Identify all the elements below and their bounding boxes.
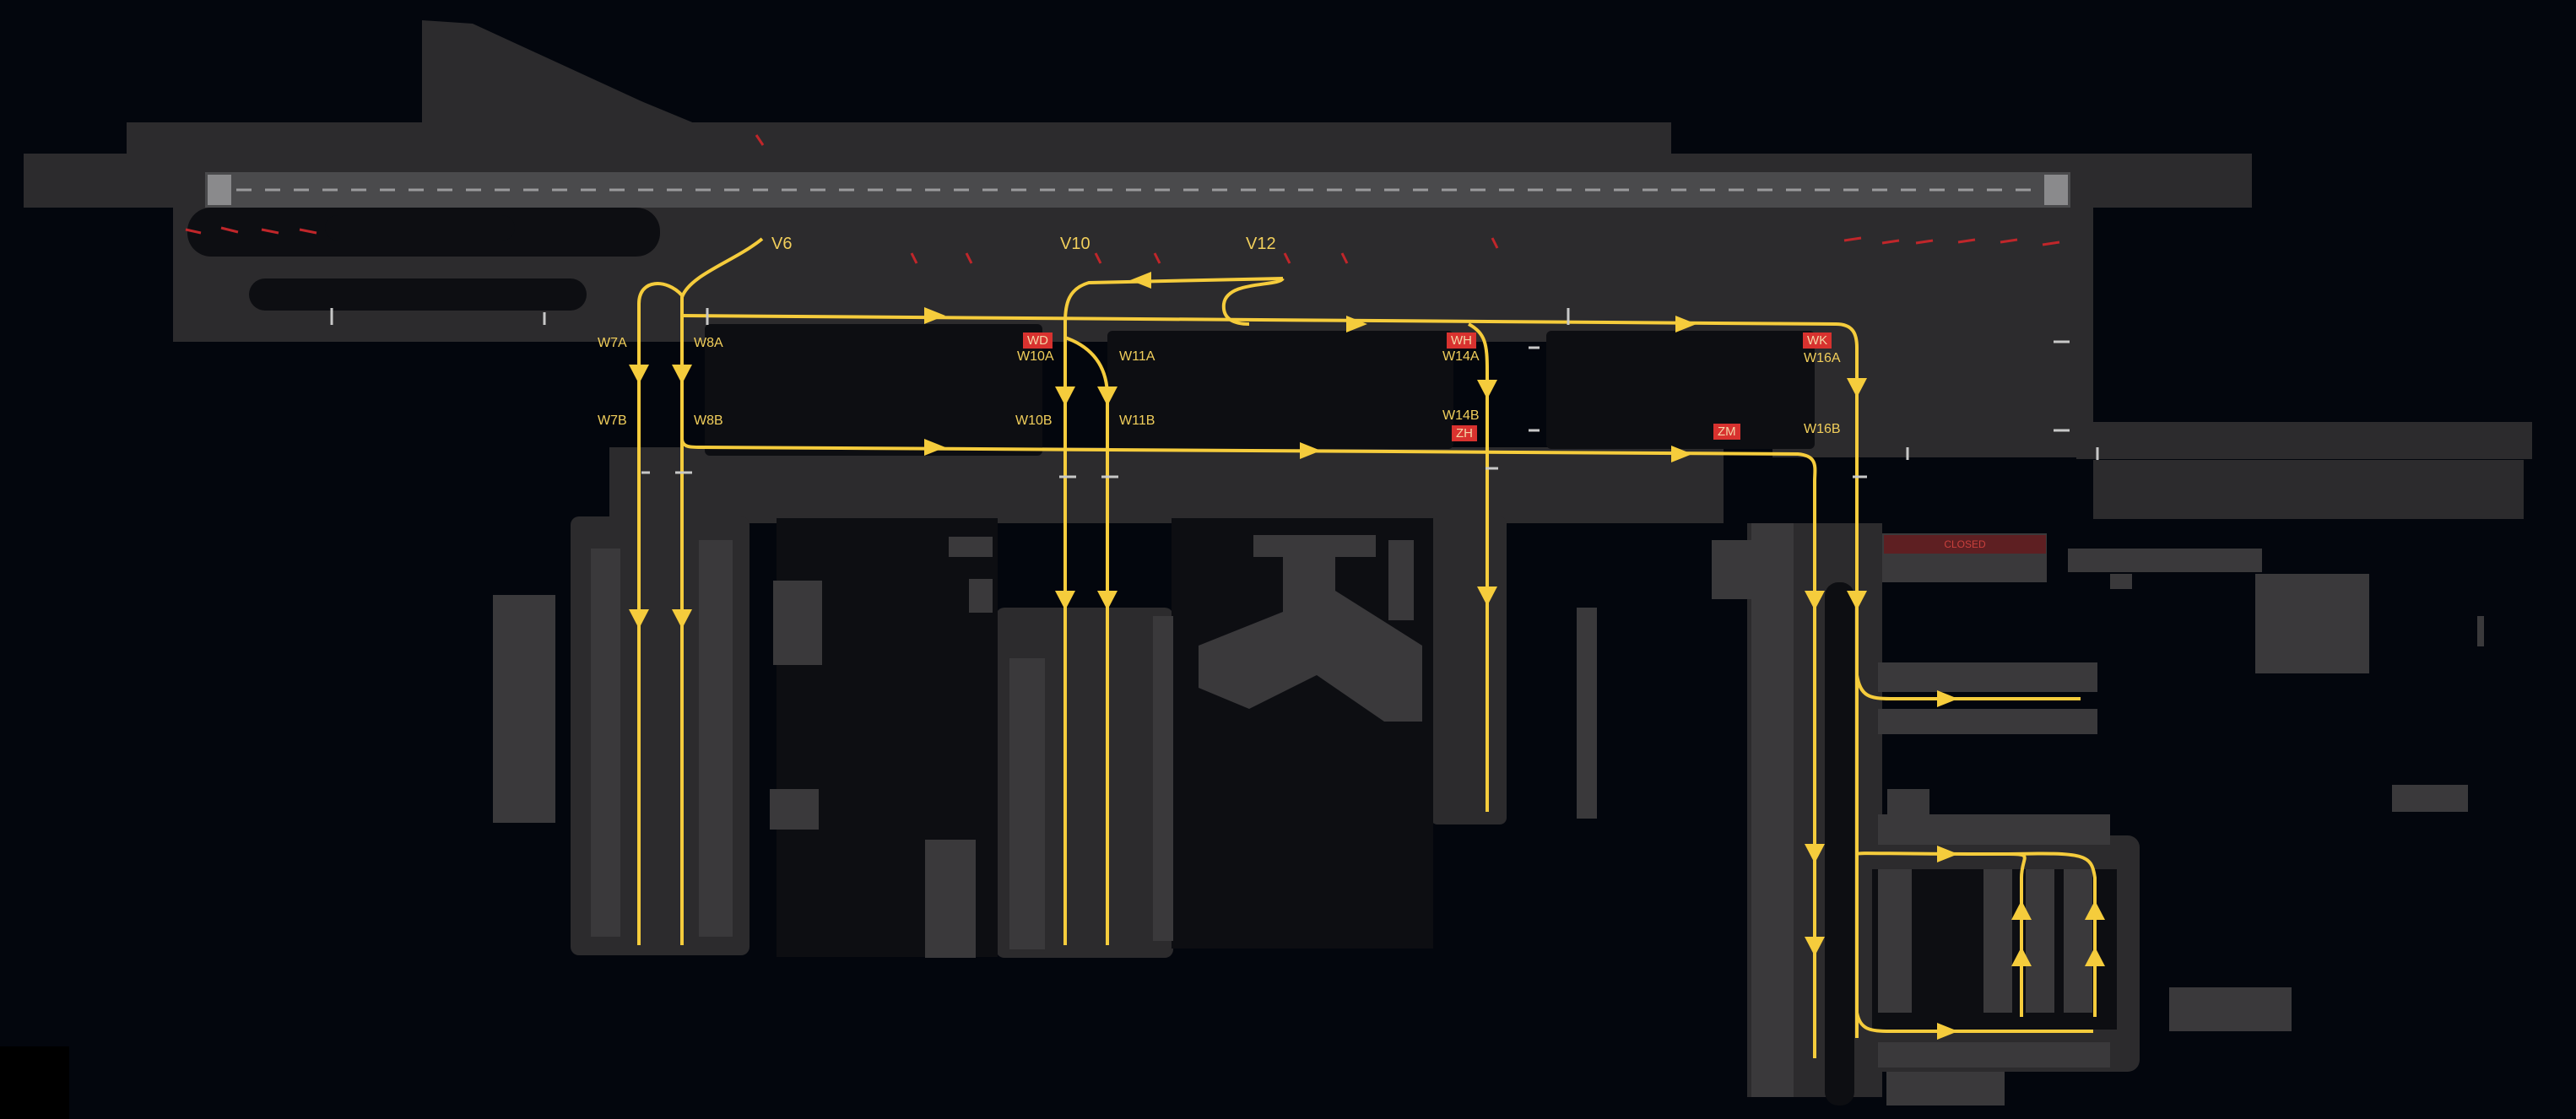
taxiway-label-w7b: W7B xyxy=(598,414,627,428)
taxiway-label-w11a: W11A xyxy=(1119,349,1155,364)
route-label-v10: V10 xyxy=(1060,235,1090,253)
stop-bars xyxy=(330,308,2099,478)
runway xyxy=(205,172,2070,208)
taxiway-label-w10a: W10A xyxy=(1017,349,1054,364)
route-label-v12: V12 xyxy=(1246,235,1276,253)
taxiway-label-w16a: W16A xyxy=(1804,351,1841,365)
corner-block xyxy=(0,1046,69,1119)
taxi-routes xyxy=(637,237,2097,1058)
taxiway-label-w7a: W7A xyxy=(598,336,627,350)
taxiway-label-w16b: W16B xyxy=(1804,422,1841,436)
closed-area-label: CLOSED xyxy=(1884,535,2046,554)
taxiway-label-w8b: W8B xyxy=(694,414,723,428)
route-label-v6: V6 xyxy=(771,235,793,253)
taxiway-label-w10b: W10B xyxy=(1015,414,1053,428)
hold-markings xyxy=(185,134,2060,264)
taxiway-label-w14a: W14A xyxy=(1442,349,1480,364)
taxiway-label-w14b: W14B xyxy=(1442,408,1480,423)
taxiway-label-w8a: W8A xyxy=(694,336,723,350)
badge-wh[interactable]: WH xyxy=(1447,332,1476,349)
badge-zh[interactable]: ZH xyxy=(1452,425,1477,441)
taxiway-label-w11b: W11B xyxy=(1119,414,1155,428)
badge-wd[interactable]: WD xyxy=(1023,332,1053,349)
badge-wk[interactable]: WK xyxy=(1803,332,1832,349)
direction-arrows xyxy=(629,272,2105,1040)
buildings xyxy=(493,523,2484,1105)
badge-zm[interactable]: ZM xyxy=(1713,424,1740,440)
